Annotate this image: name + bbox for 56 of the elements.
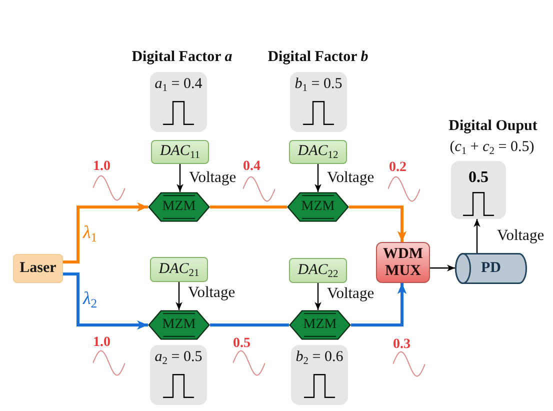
modulator-label: MZM — [162, 316, 196, 334]
dac-block — [289, 258, 347, 283]
arrow — [314, 283, 322, 310]
arrow — [63, 272, 148, 330]
amplitude-value: 0.4 — [243, 159, 260, 176]
edge-label: λ$_{1}$ — [83, 223, 98, 241]
value-card — [150, 72, 207, 132]
value-card — [150, 345, 207, 405]
edge-label: Voltage — [188, 285, 236, 300]
modulator-label: MZM — [301, 198, 335, 216]
edge-label: Voltage — [189, 170, 236, 186]
edge-label: Voltage — [327, 286, 374, 302]
edge-label: Voltage — [497, 228, 544, 244]
modulator-label: MZM — [303, 316, 337, 334]
edge-label: Voltage — [327, 170, 374, 186]
factor-value: a$_{1}$ = 0.4 — [154, 76, 202, 94]
connector-line — [210, 324, 289, 326]
heading-text: Digital Ouput — [448, 118, 538, 136]
formula-text: (c$_{1}$ + c$_{2}$ = 0.5) — [450, 139, 534, 156]
arrow — [430, 264, 455, 272]
connector-line — [210, 206, 287, 208]
mux-label: WDM MUX — [382, 246, 424, 279]
arrow — [63, 202, 148, 264]
amplitude-value: 0.2 — [389, 160, 406, 176]
detector-label: PD — [481, 260, 501, 278]
laser-label: Laser — [20, 260, 56, 278]
value-card — [291, 345, 348, 405]
amplitude-value: 0.5 — [233, 336, 250, 352]
dac-label: DAC$_{11}$ — [160, 143, 200, 161]
heading-text: Digital Factor a — [132, 49, 232, 66]
dac-block — [151, 140, 209, 164]
dac-label: DAC$_{12}$ — [298, 143, 338, 161]
arrow — [314, 164, 322, 192]
output-card — [451, 161, 506, 219]
mux-block — [376, 242, 430, 283]
arrow — [474, 219, 480, 253]
dac-label: DAC$_{22}$ — [298, 262, 338, 280]
arrow — [176, 282, 182, 310]
factor-value: a$_{2}$ = 0.5 — [154, 349, 202, 366]
edge-label: λ$_{2}$ — [83, 289, 98, 307]
dac-block — [289, 140, 347, 164]
amplitude-value: 1.0 — [93, 159, 110, 176]
arrow — [351, 283, 407, 326]
laser-block — [13, 254, 63, 283]
factor-value: b$_{2}$ = 0.6 — [296, 349, 344, 366]
dac-block — [150, 257, 208, 282]
arrow — [176, 164, 184, 192]
amplitude-value: 0.3 — [393, 337, 410, 354]
amplitude-value: 1.0 — [93, 335, 110, 352]
dac-label: DAC$_{21}$ — [158, 260, 200, 278]
output-value: 0.5 — [468, 169, 488, 188]
value-card — [290, 72, 347, 132]
factor-value: b$_{1}$ = 0.5 — [294, 76, 342, 94]
modulator-label: MZM — [162, 198, 196, 216]
heading-text: Digital Factor b — [268, 49, 368, 66]
arrow — [349, 206, 407, 242]
